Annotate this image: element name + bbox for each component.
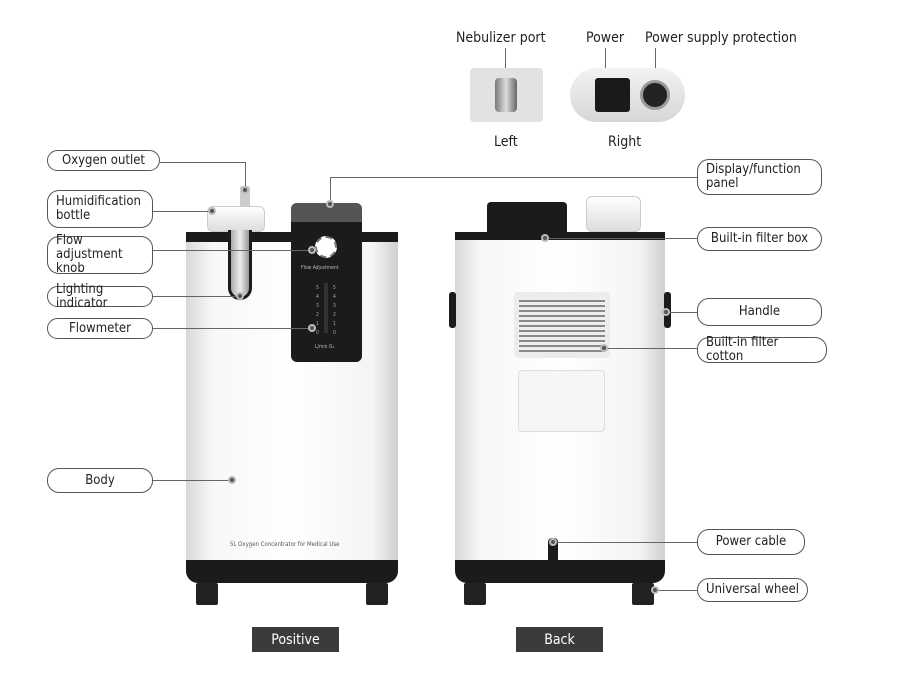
rear-panel	[518, 370, 605, 432]
fuse-icon	[640, 80, 670, 110]
flowmeter-scale-tick: 3	[316, 303, 319, 309]
positive-view-button[interactable]: Positive	[252, 627, 339, 652]
callout-display-function-panel: Display/function panel	[697, 159, 822, 195]
filter-cap	[586, 196, 641, 232]
flowmeter-scale-tick: 0	[316, 330, 319, 336]
flow-adjustment-text: Flow Adjustment	[301, 265, 339, 271]
callout-oxygen-outlet: Oxygen outlet	[47, 150, 160, 171]
back-top-box	[487, 202, 567, 232]
flowmeter-scale-tick: 3	[333, 303, 336, 309]
callout-flowmeter: Flowmeter	[47, 318, 153, 339]
callout-handle: Handle	[697, 298, 822, 326]
power-switch-icon	[595, 78, 630, 112]
nebulizer-port-image	[470, 68, 543, 122]
flowmeter-scale-tick: 1	[316, 321, 319, 327]
flowmeter-scale-tick: 4	[333, 294, 336, 300]
flowmeter-scale-tick: 2	[316, 312, 319, 318]
power-cable	[548, 538, 558, 578]
product-text: 5L Oxygen Concentrator for Medical Use	[230, 541, 340, 548]
display-function-panel: Flow Adjustment L/min O₂ 5 5 4 4 3 3 2 2 1 1 0 0	[291, 203, 362, 362]
callout-universal-wheel: Universal wheel	[697, 578, 808, 602]
power-label: Power	[586, 30, 625, 46]
oxygen-outlet-nozzle	[240, 186, 250, 208]
callout-lighting-indicator: Lighting indicator	[47, 282, 153, 310]
flowmeter-scale-tick: 5	[333, 285, 336, 291]
left-label: Left	[494, 134, 518, 150]
power-supply-protection-label: Power supply protection	[645, 30, 797, 46]
callout-body: Body	[47, 468, 153, 493]
left-handle	[449, 292, 456, 328]
filter-grill	[514, 292, 610, 358]
flowmeter-scale-tick: 5	[316, 285, 319, 291]
callout-built-in-filter-box: Built-in filter box	[697, 227, 822, 251]
right-label: Right	[608, 134, 642, 150]
flowmeter-scale-tick: 0	[333, 330, 336, 336]
flowmeter-scale-tick: 4	[316, 294, 319, 300]
nebulizer-port-label: Nebulizer port	[456, 30, 546, 46]
callout-power-cable: Power cable	[697, 529, 805, 555]
humidification-bottle-tube	[228, 230, 252, 300]
humidification-bottle-cap	[207, 206, 265, 232]
unit-text: L/min O₂	[315, 344, 335, 350]
callout-built-in-filter-cotton: Built-in filter cotton	[697, 336, 827, 364]
back-view-button[interactable]: Back	[516, 627, 603, 652]
callout-flow-adjustment-knob: Flow adjustment knob	[47, 234, 153, 276]
flowmeter-scale-tick: 2	[333, 312, 336, 318]
callout-humidification-bottle: Humidification bottle	[47, 190, 153, 228]
flowmeter-scale-tick: 1	[333, 321, 336, 327]
flow-knob[interactable]	[315, 236, 337, 258]
power-panel-image	[570, 68, 685, 122]
